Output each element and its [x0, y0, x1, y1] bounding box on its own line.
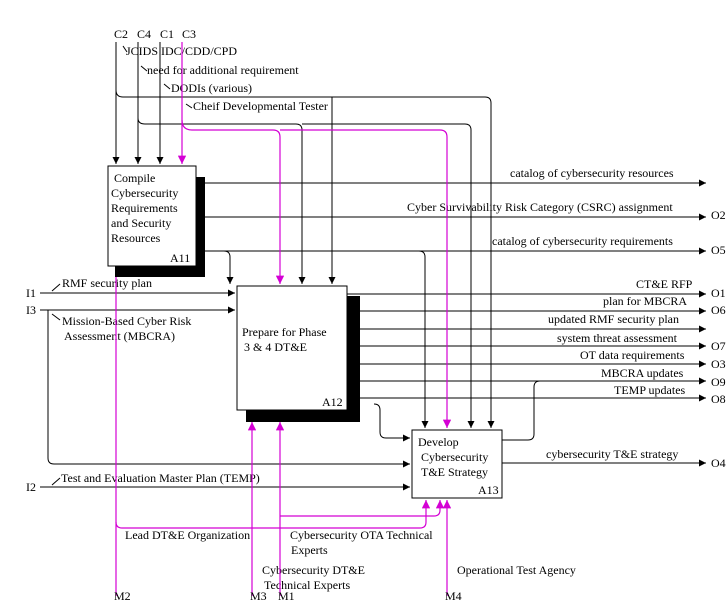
control-c2-label: Cheif Developmental Tester [193, 99, 328, 113]
input-i3-label-2: Assessment (MBCRA) [64, 329, 175, 343]
a11-outputs: catalog of cybersecurity resources Cyber… [196, 166, 726, 428]
a12-box [236, 285, 348, 411]
mechanism-code-m1: M1 [278, 589, 295, 603]
output-strategy-label: cybersecurity T&E strategy [546, 447, 678, 461]
output-code-o4: O4 [711, 456, 726, 470]
output-code-o2: O2 [711, 208, 726, 222]
output-code-o7: O7 [711, 339, 726, 353]
a11-node: A11 [170, 251, 190, 265]
control-code-c3: C3 [182, 27, 196, 41]
a12-to-a13-arrow [373, 403, 410, 442]
a11-to-a12-arrow [223, 250, 234, 284]
output-threat-label: system threat assessment [557, 331, 678, 345]
control-code-c4: C4 [137, 27, 151, 41]
mechanism-code-m3: M3 [250, 589, 267, 603]
a11-title-2: Cybersecurity [111, 186, 178, 200]
control-c4-to-a12 [137, 117, 306, 284]
control-c3-to-a13 [280, 129, 452, 428]
activity-a12: Prepare for Phase 3 & 4 DT&E A12 [236, 285, 360, 422]
control-c1-squiggle [140, 65, 148, 72]
controls: C2 C4 C1 C3 Cheif Developmental Tester J… [112, 27, 495, 428]
control-code-c1: C1 [160, 27, 174, 41]
control-c3-label: DODIs (various) [171, 81, 252, 95]
output-code-o1: O1 [711, 286, 726, 300]
output-csrc-label: Cyber Survivability Risk Category (CSRC)… [407, 200, 673, 214]
a11-title-3: Requirements [111, 201, 178, 215]
input-i3-squiggle [51, 313, 61, 321]
mechanism-m4-label: Operational Test Agency [457, 563, 576, 577]
input-i3-to-a13 [47, 310, 410, 468]
a13-title-3: T&E Strategy [421, 465, 488, 479]
output-code-o3: O3 [711, 357, 726, 371]
mechanism-m3-label-2: Technical Experts [264, 578, 350, 592]
mechanism-m1-label-1: Cybersecurity OTA Technical [290, 528, 433, 542]
control-c4-to-a13 [302, 123, 475, 428]
activity-a11: Compile Cybersecurity Requirements and S… [107, 165, 205, 277]
mechanism-m2-label: Lead DT&E Organization [125, 528, 250, 542]
control-code-c2: C2 [114, 27, 128, 41]
a11-title-5: Resources [111, 231, 161, 245]
output-catalog-requirements-label: catalog of cybersecurity requirements [492, 234, 673, 248]
output-ctande-rfp-label: CT&E RFP [636, 277, 693, 291]
a13-title-2: Cybersecurity [421, 450, 488, 464]
mechanism-code-m4: M4 [445, 589, 462, 603]
a11-title-4: and Security [111, 216, 171, 230]
control-c3-squiggle [163, 83, 171, 90]
a13-node: A13 [478, 483, 499, 497]
input-i2-squiggle [51, 477, 61, 486]
a11-to-a13-arrow [418, 250, 429, 428]
output-code-o6: O6 [711, 303, 726, 317]
a12-title-2: 3 & 4 DT&E [244, 340, 307, 354]
input-i3-label-1: Mission-Based Cyber Risk [62, 314, 191, 328]
control-c2-squiggle [185, 103, 193, 109]
input-code-i1: I1 [26, 286, 36, 300]
inputs: I1 RMF security plan I3 Mission-Based Cy… [26, 276, 410, 494]
mechanism-m3-label-1: Cybersecurity DT&E [262, 563, 365, 577]
activity-a13: Develop Cybersecurity T&E Strategy A13 [411, 429, 503, 499]
a12-node: A12 [322, 395, 343, 409]
a13-box [411, 429, 503, 499]
mechanism-m1-label-2: Experts [291, 543, 328, 557]
input-code-i2: I2 [26, 480, 36, 494]
output-code-o8: O8 [711, 392, 726, 406]
input-i2-label: Test and Evaluation Master Plan (TEMP) [61, 471, 260, 485]
a13-title-1: Develop [418, 435, 459, 449]
mechanism-m1-to-a13 [280, 500, 445, 517]
a12-title-1: Prepare for Phase [242, 325, 327, 339]
input-code-i3: I3 [26, 303, 36, 317]
a12-outputs: CT&E RFP O1 plan for MBCRA O6 updated RM… [347, 277, 726, 442]
input-i1-label: RMF security plan [62, 276, 152, 290]
control-c3-to-a12 [181, 119, 285, 284]
output-ot-data-label: OT data requirements [580, 348, 685, 362]
output-code-o9: O9 [711, 375, 726, 389]
a11-title-1: Compile [114, 171, 155, 185]
output-catalog-resources-label: catalog of cybersecurity resources [510, 166, 674, 180]
control-c1-label: need for additional requirement [147, 63, 299, 77]
output-temp-updates-label: TEMP updates [614, 383, 686, 397]
output-updated-rmf-label: updated RMF security plan [548, 312, 679, 326]
a13-feedback-line [502, 380, 560, 441]
mechanism-m2-to-a13 [115, 500, 431, 529]
control-c4-squiggle [122, 45, 128, 53]
a11-box [107, 165, 197, 267]
magenta-links: Lead DT&E Organization M2 Cybersecurity … [114, 42, 576, 603]
a13-outputs: cybersecurity T&E strategy O4 [502, 447, 726, 470]
output-mbcra-updates-label: MBCRA updates [601, 366, 684, 380]
mechanism-code-m2: M2 [114, 589, 131, 603]
output-code-o5: O5 [711, 243, 726, 257]
output-mbcra-plan-label: plan for MBCRA [603, 294, 687, 308]
input-i1-squiggle [51, 283, 61, 292]
